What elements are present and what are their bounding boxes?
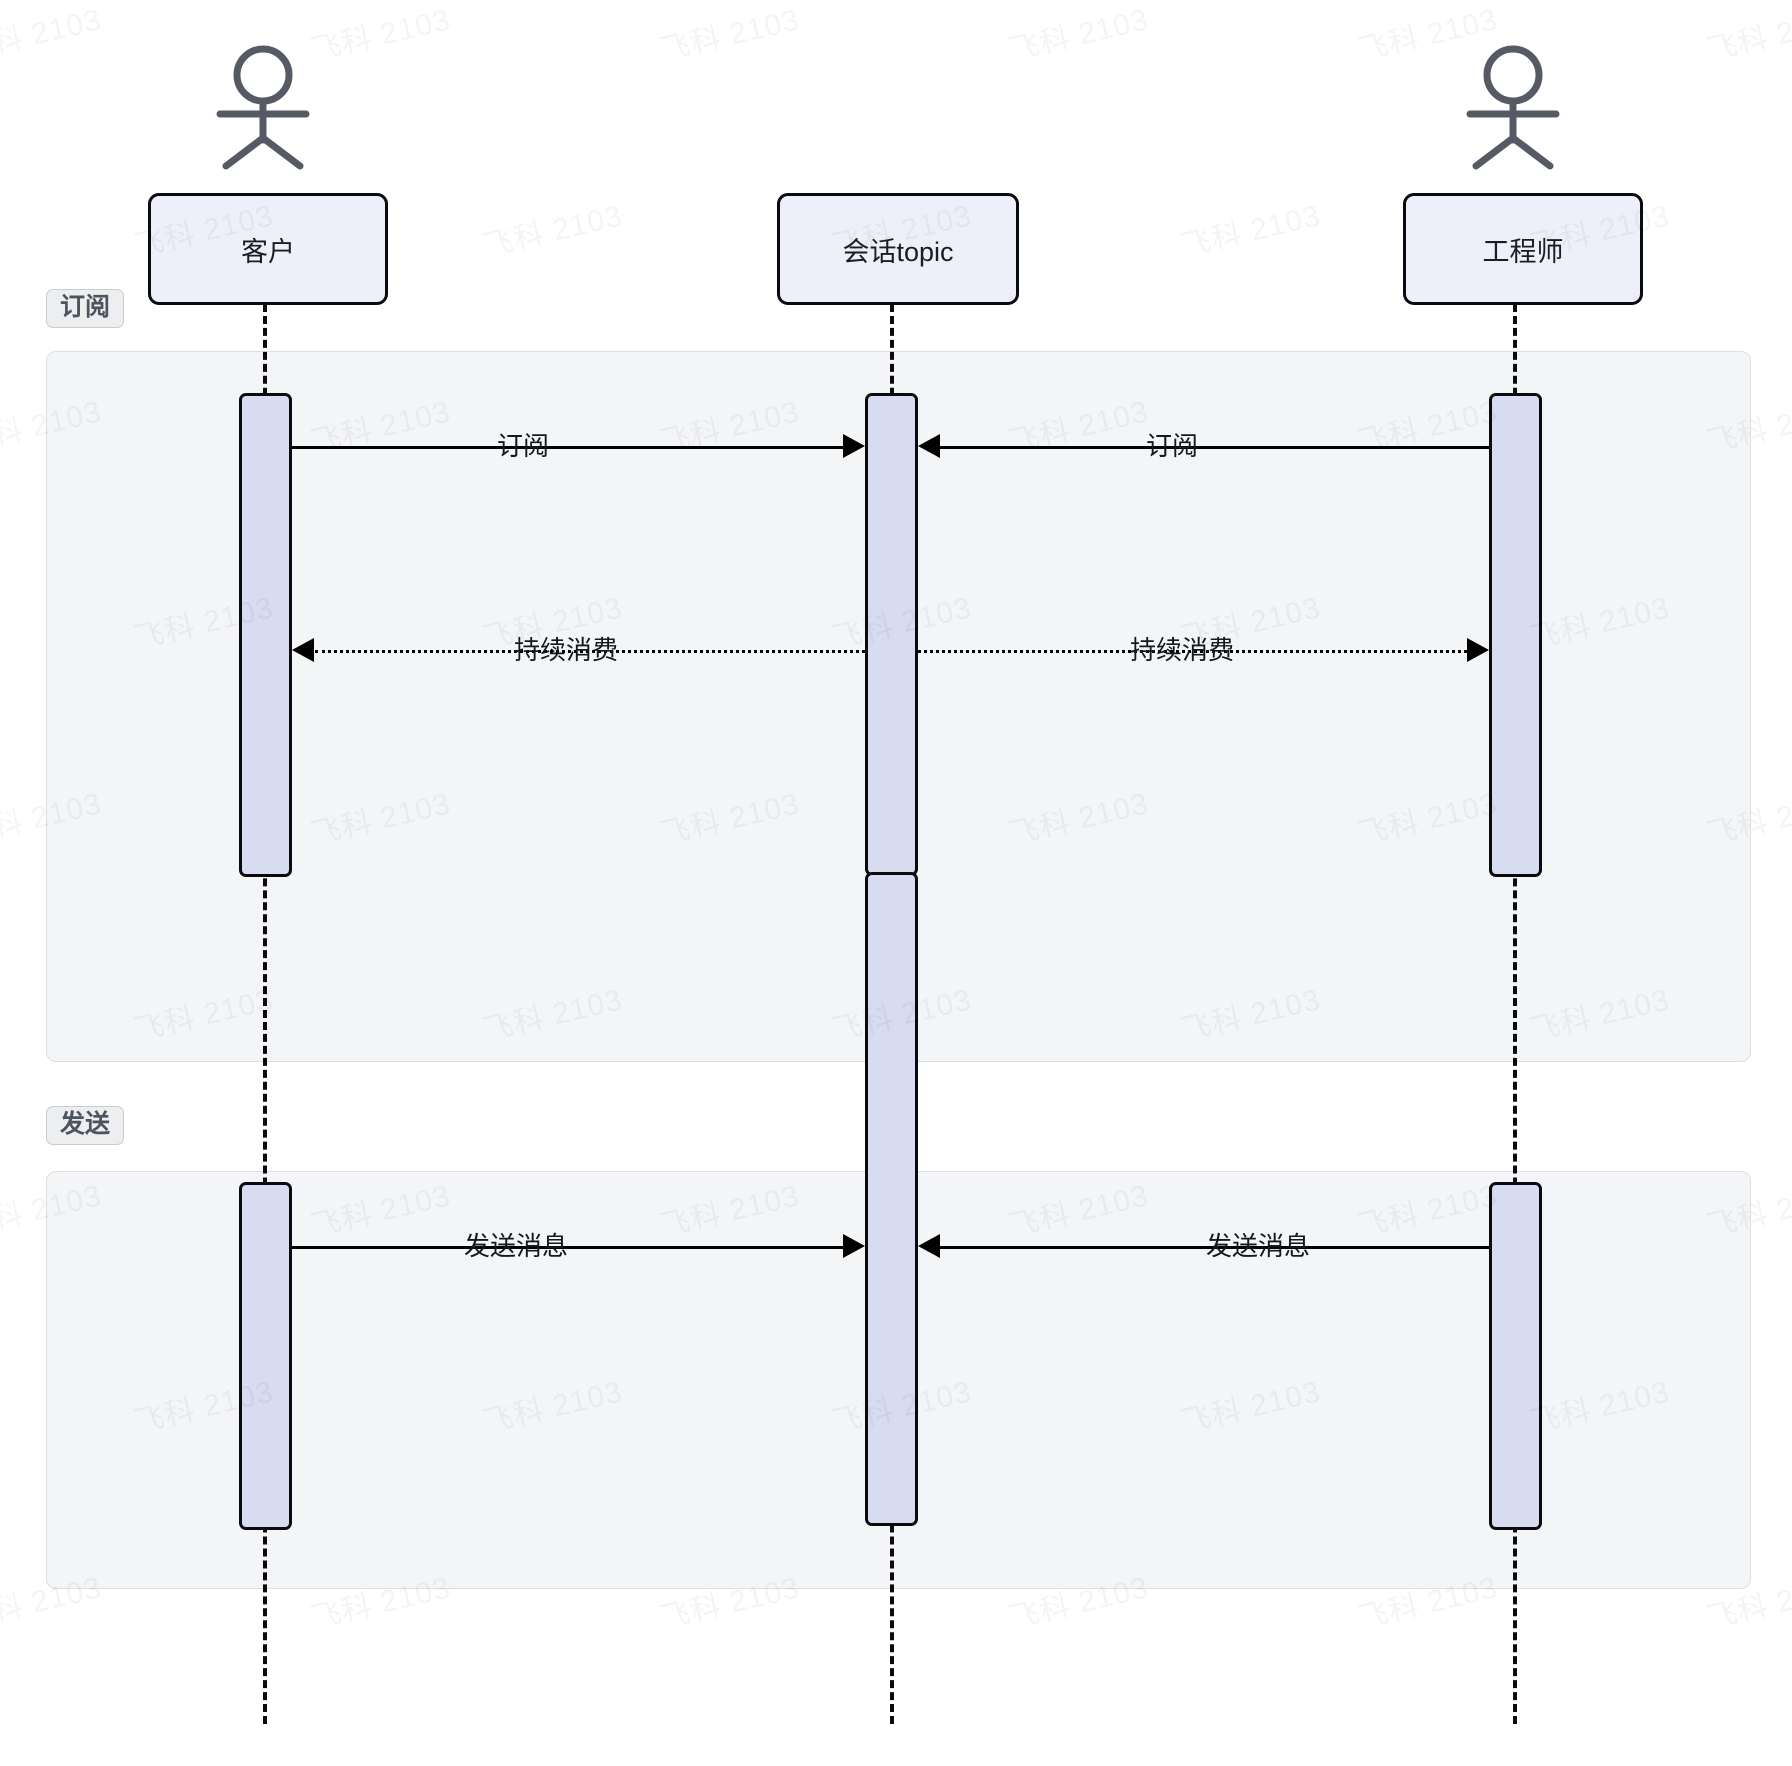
watermark-text: 飞科 2103: [1525, 1759, 1673, 1766]
message-m6-arrowhead-icon: [918, 1234, 940, 1258]
watermark-text: 飞科 2103: [1176, 1759, 1324, 1766]
activation-topic-lower: [865, 872, 918, 1526]
lifeline-customer: [263, 304, 267, 1724]
message-m2-line: [940, 446, 1489, 449]
message-m4-label: 持续消费: [1129, 635, 1235, 665]
message-m3-line: [315, 650, 865, 653]
watermark-text: 飞科 2103: [827, 1759, 975, 1766]
message-m5-line: [292, 1246, 843, 1249]
watermark-text: 飞科 2103: [1004, 0, 1152, 69]
message-m4-arrowhead-icon: [1467, 638, 1489, 662]
message-m4-line: [918, 650, 1467, 653]
participant-box-topic[interactable]: 会话topic: [777, 193, 1019, 305]
activation-engineer-subscribe: [1489, 393, 1542, 877]
watermark-text: 飞科 2103: [655, 0, 803, 69]
fragment-label-subscribe: 订阅: [46, 289, 125, 328]
message-m1-arrowhead-icon: [843, 434, 865, 458]
lifeline-engineer: [1513, 304, 1517, 1724]
message-m5-arrowhead-icon: [843, 1234, 865, 1258]
message-m6-line: [940, 1246, 1489, 1249]
message-m3-arrowhead-icon: [292, 638, 314, 662]
watermark-text: 飞科 2103: [1176, 191, 1324, 266]
watermark-text: 飞科 2103: [129, 1759, 277, 1766]
message-m2-arrowhead-icon: [918, 434, 940, 458]
activation-topic-upper: [865, 393, 918, 876]
participant-label-engineer: 工程师: [1482, 236, 1564, 267]
actor-icon-customer: [198, 40, 328, 175]
activation-engineer-send: [1489, 1182, 1542, 1530]
participant-label-customer: 客户: [241, 236, 295, 267]
message-m6-label: 发送消息: [1205, 1231, 1311, 1261]
actor-icon-engineer: [1448, 40, 1578, 175]
activation-customer-subscribe: [239, 393, 292, 877]
fragment-label-send: 发送: [46, 1106, 125, 1145]
participant-box-engineer[interactable]: 工程师: [1403, 193, 1643, 305]
message-m2-label: 订阅: [1145, 431, 1199, 461]
activation-customer-send: [239, 1182, 292, 1530]
message-m3-label: 持续消费: [513, 635, 619, 665]
watermark-text: 飞科 2103: [1702, 0, 1792, 69]
participant-box-customer[interactable]: 客户: [148, 193, 388, 305]
watermark-text: 飞科 2103: [478, 191, 626, 266]
participant-label-topic: 会话topic: [842, 236, 954, 267]
watermark-text: 飞科 2103: [306, 0, 454, 69]
watermark-text: 飞科 2103: [478, 1759, 626, 1766]
watermark-text: 飞科 2103: [0, 0, 105, 69]
message-m5-label: 发送消息: [463, 1231, 569, 1261]
message-m1-line: [292, 446, 843, 449]
message-m1-label: 订阅: [496, 431, 550, 461]
